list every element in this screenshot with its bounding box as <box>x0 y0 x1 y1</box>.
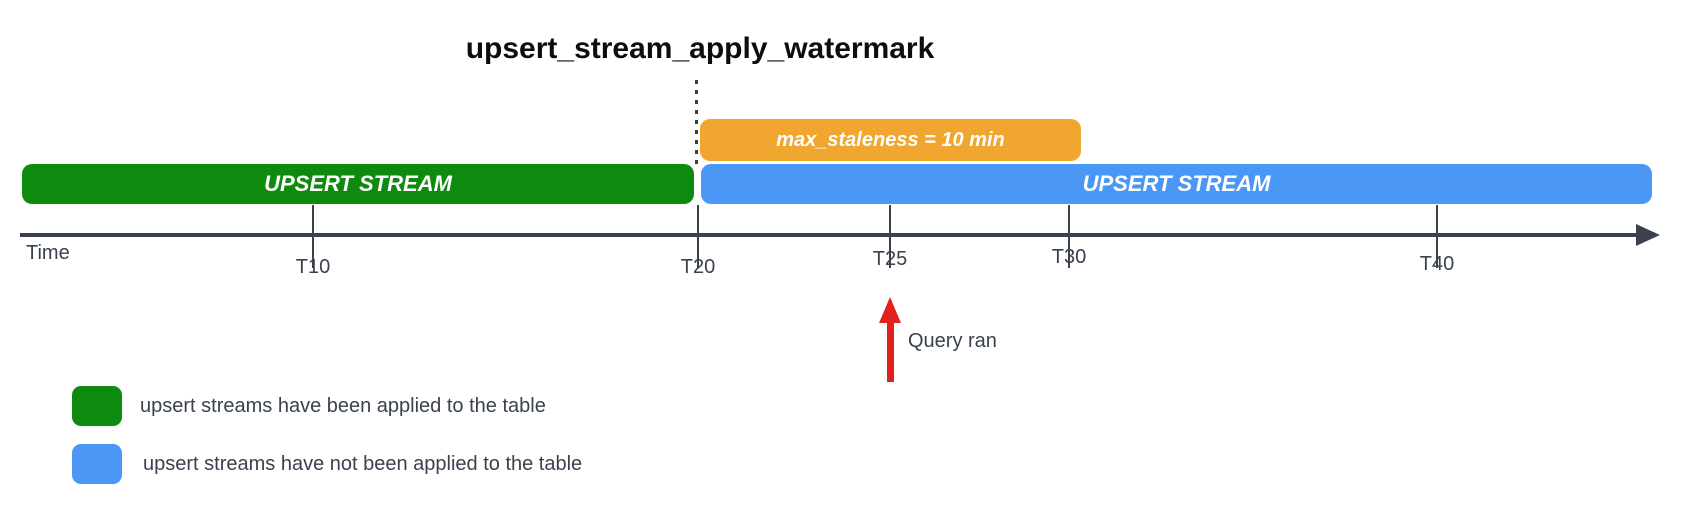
legend-label-applied: upsert streams have been applied to the … <box>140 395 546 417</box>
tick-label-t20: T20 <box>680 256 716 278</box>
legend-label-unapplied: upsert streams have not been applied to … <box>143 453 583 475</box>
tick-mark-t10 <box>312 205 314 268</box>
time-axis-label: Time <box>26 242 70 264</box>
tick-mark-t40 <box>1436 205 1438 268</box>
max-staleness-bar-label: max_staleness = 10 min <box>776 128 1005 151</box>
tick-mark-t30 <box>1068 205 1070 268</box>
applied-upsert-stream-bar-label: UPSERT STREAM <box>264 171 452 196</box>
unapplied-upsert-stream-bar-label: UPSERT STREAM <box>1082 171 1271 196</box>
tick-label-t10: T10 <box>295 256 331 278</box>
query-ran-arrow-tail <box>887 321 894 382</box>
watermark-dotted-line <box>695 80 698 166</box>
time-axis-arrowhead-icon <box>1636 224 1660 246</box>
legend-swatch-applied <box>72 386 122 426</box>
query-ran-label: Query ran <box>908 330 997 352</box>
applied-upsert-stream-bar: UPSERT STREAM <box>22 164 694 204</box>
diagram-title: upsert_stream_apply_watermark <box>465 32 935 65</box>
legend-swatch-unapplied <box>72 444 122 484</box>
unapplied-upsert-stream-bar: UPSERT STREAM <box>701 164 1652 204</box>
tick-mark-t25 <box>889 205 891 268</box>
tick-label-t30: T30 <box>1051 246 1087 268</box>
query-ran-arrow-icon <box>879 297 901 323</box>
tick-label-t40: T40 <box>1419 253 1455 275</box>
tick-label-t25: T25 <box>872 248 908 270</box>
max-staleness-bar: max_staleness = 10 min <box>700 119 1081 161</box>
tick-mark-t20 <box>697 205 699 268</box>
time-axis-line <box>20 233 1638 237</box>
